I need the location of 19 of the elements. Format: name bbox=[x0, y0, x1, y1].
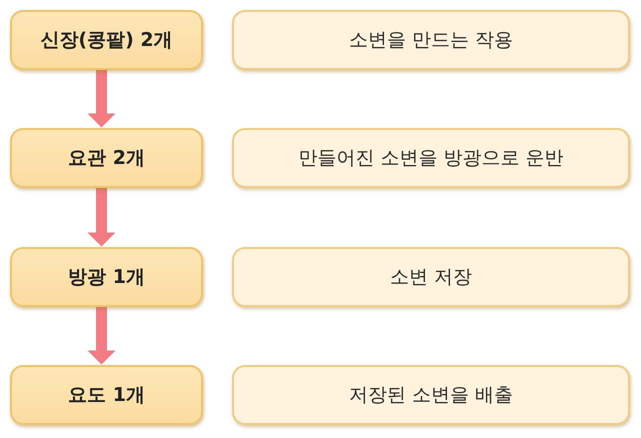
organ-box bbox=[10, 10, 203, 70]
organ-label: 요관 2개 bbox=[68, 146, 145, 170]
description-box bbox=[232, 365, 630, 425]
description-box bbox=[232, 128, 630, 188]
arrow bbox=[88, 307, 116, 364]
description-box bbox=[232, 247, 630, 307]
organ-label: 요도 1개 bbox=[68, 384, 145, 406]
arrow bbox=[88, 188, 116, 246]
organ-box bbox=[10, 365, 203, 425]
description-box bbox=[232, 10, 630, 70]
organ-label: 신장(콩팥) 2개 bbox=[40, 28, 173, 52]
arrow bbox=[88, 70, 116, 128]
description-text: 소변을 만드는 작용 bbox=[348, 28, 514, 52]
description-text: 저장된 소변을 배출 bbox=[348, 384, 514, 406]
description-text: 소변 저장 bbox=[390, 266, 472, 288]
organ-box bbox=[10, 247, 203, 307]
description-text: 만들어진 소변을 방광으로 운반 bbox=[298, 146, 564, 170]
organ-box bbox=[10, 128, 203, 188]
organ-label: 방광 1개 bbox=[68, 266, 145, 288]
